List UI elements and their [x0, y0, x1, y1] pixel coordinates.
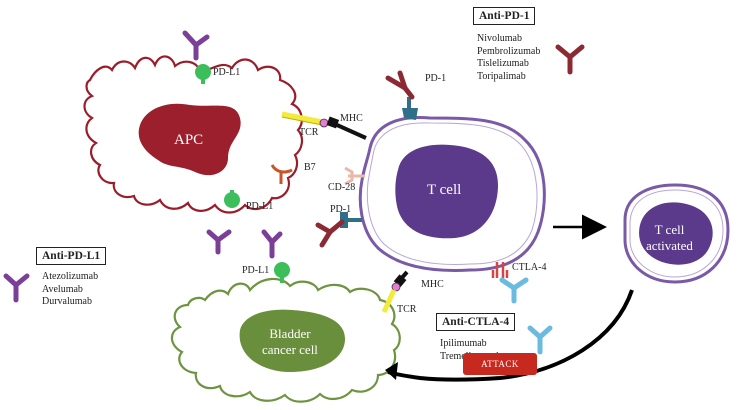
ctla4-label: CTLA-4 [512, 262, 547, 273]
tcell-activated-label-line1: T cell [654, 222, 685, 237]
mhc-label-top: MHC [340, 113, 363, 124]
anti-pd1-drug: Tislelizumab [477, 58, 529, 69]
tcr-mhc-cancer-complex [381, 270, 409, 314]
anti-pd1-drug-list: Nivolumab Pembrolizumab Tislelizumab Tor… [477, 33, 540, 83]
anti-pd1-drug: Toripalimab [477, 70, 526, 82]
cancer-cell-label-line2: cancer cell [262, 342, 318, 357]
pd1-label-left: PD-1 [330, 204, 352, 215]
pd1-label-top: PD-1 [425, 73, 447, 84]
b7-receptor [270, 164, 293, 184]
anti-pd1-drug: Nivolumab [477, 33, 522, 44]
anti-pdl1-title: Anti-PD-L1 [36, 247, 107, 265]
pdl1-label-bottom: PD-L1 [246, 201, 274, 212]
apc-label: APC [174, 132, 204, 148]
apc-nucleus [138, 103, 241, 176]
cd28-label: CD-28 [328, 182, 356, 193]
attack-arrow-icon [387, 289, 634, 382]
tcell-activated-nucleus [639, 202, 713, 265]
pd1-receptor-top [402, 97, 418, 120]
cancer-nucleus [239, 309, 346, 372]
tcell-activated-label: T cell activated [646, 222, 693, 254]
anti-pdl1-drug: Avelumab [42, 283, 83, 295]
b7-label: B7 [304, 162, 316, 173]
anti-pd1-drug: Pembrolizumab [477, 45, 541, 57]
cancer-cell-label-line1: Bladder [269, 326, 311, 341]
pdl1-receptor-cancer [274, 262, 290, 283]
tcr-label-bottom: TCR [397, 304, 417, 315]
tcell-label: T cell [427, 182, 462, 198]
antibody-icon [3, 30, 585, 355]
anti-pdl1-drug-list: Atezolizumab Avelumab Durvalumab [42, 271, 98, 309]
anti-ctla4-drug: Ipilimumab [440, 338, 487, 349]
pdl1-label-top: PD-L1 [213, 67, 241, 78]
tcr-label-top: TCR [299, 127, 319, 138]
tcell-nucleus [395, 144, 498, 239]
ctla4-receptor [491, 262, 509, 278]
anti-ctla4-title: Anti-CTLA-4 [436, 313, 516, 331]
pdl1-label-cancer: PD-L1 [242, 265, 270, 276]
cancer-cell-label: Bladder cancer cell [262, 326, 318, 358]
cd28-receptor [344, 166, 365, 186]
anti-pdl1-drug: Durvalumab [42, 296, 92, 307]
attack-button[interactable]: ATTACK [463, 353, 537, 375]
tcell-activated-label-line2: activated [646, 238, 693, 253]
tcr-mhc-apc-complex [281, 111, 367, 140]
mhc-label-bottom: MHC [421, 279, 444, 290]
pdl1-receptor-apc-top [195, 64, 211, 84]
pdl1-receptor-apc-bottom [224, 190, 240, 208]
anti-pd1-title: Anti-PD-1 [473, 7, 536, 25]
anti-pdl1-drug: Atezolizumab [42, 271, 99, 282]
